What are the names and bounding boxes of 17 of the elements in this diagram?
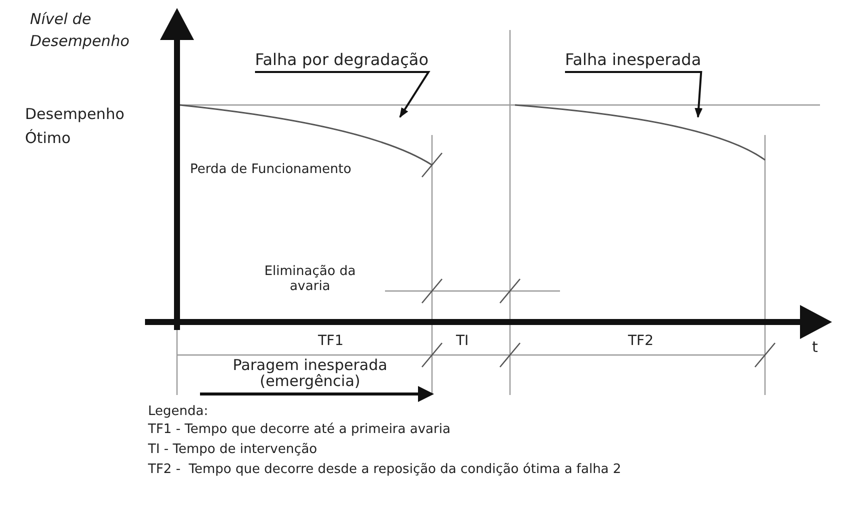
axis-label: t: [812, 338, 818, 356]
legend-entry: TF2 - Tempo que decorre desde a reposição da condição ótima a falha 2: [148, 462, 622, 477]
curve-label: Perda de Funcionamento: [190, 162, 352, 177]
leader-line: [255, 71, 430, 118]
interval-label: TI: [456, 333, 469, 349]
interval-label: TF2: [628, 333, 654, 349]
legend-title: Legenda:: [148, 404, 208, 419]
axis-label: Desempenho Ótimo: [25, 104, 126, 149]
leader-line: [565, 71, 703, 118]
annotation-text: Eliminação da avaria: [263, 264, 357, 294]
legend-entry: TI - Tempo de intervenção: [148, 442, 318, 457]
interval-label: TF1: [318, 333, 344, 349]
axis-title: Nível de Desempenho: [30, 9, 130, 52]
annotation-text: Paragem inesperada (emergência): [232, 357, 388, 389]
callout-label: Falha por degradação: [255, 50, 429, 69]
legend-entry: TF1 - Tempo que decorre até a primeira avaria: [148, 422, 450, 437]
callout-label: Falha inesperada: [565, 50, 702, 69]
